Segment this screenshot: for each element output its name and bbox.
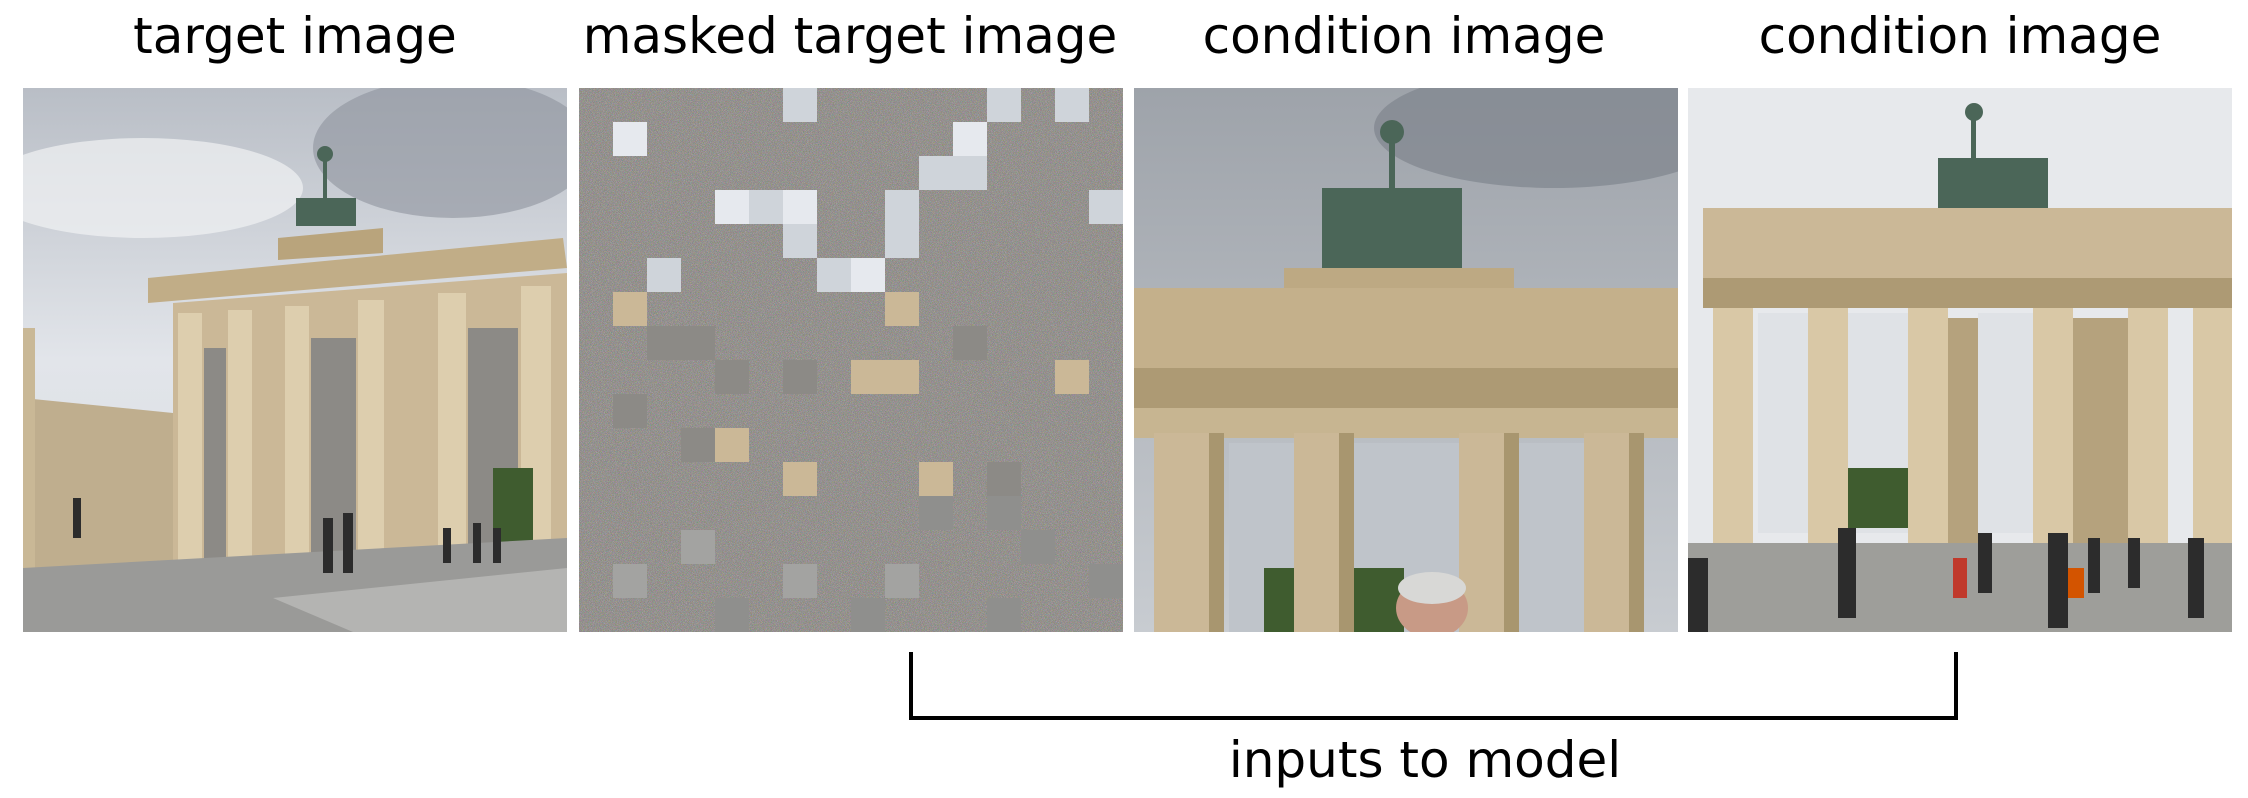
visible-patch bbox=[987, 88, 1021, 122]
visible-patch bbox=[647, 258, 681, 292]
visible-patch bbox=[681, 530, 715, 564]
target-image-illustration bbox=[23, 88, 567, 632]
visible-patch bbox=[885, 360, 919, 394]
visible-patch bbox=[987, 462, 1021, 496]
masked-target-image bbox=[579, 88, 1123, 632]
visible-patch bbox=[953, 326, 987, 360]
visible-patch bbox=[783, 190, 817, 224]
visible-patch bbox=[1089, 190, 1123, 224]
visible-patch bbox=[851, 360, 885, 394]
visible-patch bbox=[987, 496, 1021, 530]
visible-patch bbox=[1089, 564, 1123, 598]
visible-patch bbox=[647, 326, 681, 360]
visible-patch bbox=[885, 564, 919, 598]
visible-patch bbox=[715, 598, 749, 632]
visible-patch bbox=[783, 462, 817, 496]
visible-patch bbox=[613, 564, 647, 598]
inputs-bracket bbox=[909, 652, 1958, 720]
visible-patch bbox=[749, 190, 783, 224]
visible-patch bbox=[715, 360, 749, 394]
visible-patch bbox=[919, 496, 953, 530]
condition-image-2-illustration bbox=[1688, 88, 2232, 632]
visible-patch bbox=[613, 292, 647, 326]
panel-title-condition-1: condition image bbox=[1202, 7, 1606, 65]
visible-patch bbox=[783, 224, 817, 258]
condition-image-1 bbox=[1134, 88, 1678, 632]
visible-patch bbox=[953, 122, 987, 156]
masked-target-illustration bbox=[579, 88, 1123, 632]
panel-title-target: target image bbox=[133, 7, 457, 65]
visible-patch bbox=[817, 258, 851, 292]
visible-patch bbox=[783, 564, 817, 598]
visible-patch bbox=[1055, 360, 1089, 394]
visible-patch bbox=[851, 258, 885, 292]
visible-patch bbox=[681, 326, 715, 360]
visible-patch bbox=[919, 462, 953, 496]
visible-patch bbox=[715, 428, 749, 462]
visible-patch bbox=[885, 190, 919, 224]
visible-patch bbox=[953, 156, 987, 190]
visible-patch bbox=[613, 394, 647, 428]
visible-patch bbox=[613, 122, 647, 156]
visible-patch bbox=[1021, 530, 1055, 564]
visible-patch bbox=[987, 598, 1021, 632]
visible-patch bbox=[919, 156, 953, 190]
visible-patch bbox=[783, 88, 817, 122]
visible-patch bbox=[885, 292, 919, 326]
visible-patch bbox=[715, 190, 749, 224]
target-image bbox=[23, 88, 567, 632]
visible-patch bbox=[681, 428, 715, 462]
visible-patch bbox=[1055, 88, 1089, 122]
panel-title-masked-target: masked target image bbox=[582, 7, 1118, 65]
panel-title-condition-2: condition image bbox=[1758, 7, 2162, 65]
visible-patch bbox=[783, 360, 817, 394]
inputs-to-model-label: inputs to model bbox=[1228, 731, 1622, 789]
condition-image-2 bbox=[1688, 88, 2232, 632]
visible-patch bbox=[851, 598, 885, 632]
condition-image-1-illustration bbox=[1134, 88, 1678, 632]
visible-patch bbox=[885, 224, 919, 258]
